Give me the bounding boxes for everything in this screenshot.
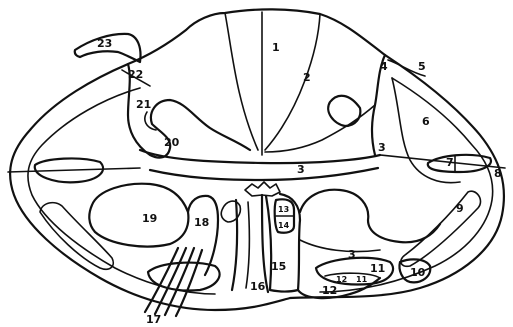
region-19-outline (89, 184, 188, 247)
label-12: 12 (322, 284, 337, 297)
grey-commissure-upper (140, 150, 380, 163)
label-14: 14 (278, 221, 290, 230)
grey-commissure-lower (150, 168, 378, 180)
label-2: 2 (303, 71, 311, 84)
label-20: 20 (164, 136, 180, 149)
ventral-median-fissure-left (232, 200, 237, 290)
label-1: 1 (272, 41, 280, 54)
label-5: 5 (418, 60, 426, 73)
label-19: 19 (142, 212, 157, 225)
label-22: 22 (128, 68, 143, 81)
label-18: 18 (194, 216, 209, 229)
label-3-central: 3 (297, 163, 305, 176)
fasciculus-division-right (265, 14, 320, 150)
label-12-small: 12 (336, 275, 347, 284)
label-6: 6 (422, 115, 430, 128)
label-13: 13 (278, 205, 289, 214)
label-21: 21 (136, 98, 151, 111)
label-4: 4 (380, 60, 388, 73)
label-17: 17 (146, 313, 161, 326)
label-9: 9 (456, 202, 464, 215)
label-11-right: 11 (370, 262, 385, 275)
right-dorsal-horn (328, 55, 385, 155)
label-16: 16 (250, 280, 266, 293)
label-7: 7 (446, 156, 454, 169)
region-9-oblique (401, 191, 481, 266)
anterior-commissure-star (245, 182, 280, 196)
label-23: 23 (97, 37, 112, 50)
label-3-right: 3 (378, 141, 386, 154)
label-8: 8 (494, 167, 502, 180)
label-15: 15 (271, 260, 286, 273)
label-3-lower: 3 (348, 248, 356, 261)
right-ventral-grey (300, 190, 440, 243)
right-ventral-grey-inner (300, 240, 380, 252)
label-11-small: 11 (356, 275, 368, 284)
fasciculus-division-left (225, 13, 258, 150)
region-16-line (246, 202, 249, 288)
label-10: 10 (410, 266, 426, 279)
